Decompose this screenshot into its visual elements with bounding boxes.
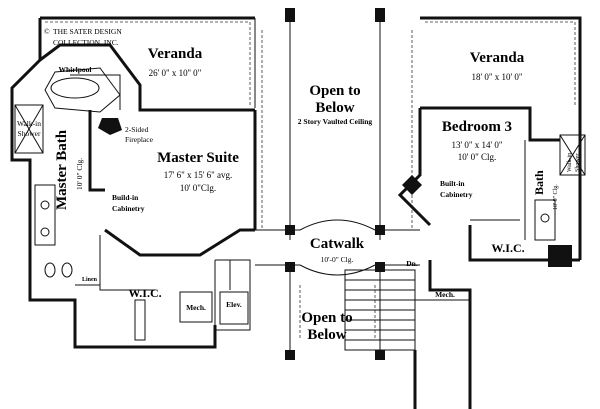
- built-in-cabinetry-right-line2: Cabinetry: [440, 190, 473, 199]
- bedroom3-name: Bedroom 3: [442, 119, 512, 135]
- catwalk-ceiling: 10'-0" Clg.: [321, 255, 354, 264]
- column: [285, 262, 295, 272]
- mech-right-label: Mech.: [435, 290, 455, 299]
- veranda-left-name: Veranda: [148, 46, 203, 62]
- walk-in-shower-left-walls: [14, 104, 44, 154]
- walk-in-shower-left-line1: Walk-in: [17, 119, 41, 128]
- column: [548, 245, 572, 267]
- open-below-bottom-line1: Open to: [301, 310, 352, 326]
- built-in-cabinetry-left-line2: Cabinetry: [112, 204, 145, 213]
- copyright-line1: THE SATER DESIGN: [53, 27, 122, 36]
- walk-in-shower-left-line2: Shower: [18, 129, 41, 138]
- bath-right-name: Bath: [532, 170, 546, 195]
- master-suite-size: 17' 6" x 15' 6" avg.: [164, 170, 233, 180]
- copyright-symbol: ©: [44, 27, 50, 36]
- bedroom3-size: 13' 0" x 14' 0": [451, 140, 502, 150]
- fireplace: [98, 118, 122, 135]
- veranda-left-size: 26' 0" x 10'' 0": [149, 68, 202, 78]
- mech-left-box: [179, 291, 213, 323]
- fireplace-label-line1: 2-Sided: [125, 125, 149, 134]
- column: [375, 350, 385, 360]
- walk-in-shower-right-line2: Shower: [575, 154, 581, 172]
- built-in-cabinetry-right-line1: Built-in: [440, 179, 465, 188]
- sink-icon: [40, 200, 50, 210]
- bath-right-ceiling: 10' 0" Clg.: [553, 184, 559, 210]
- elev-box: [219, 291, 249, 325]
- fireplace-right: [402, 175, 422, 195]
- column: [285, 350, 295, 360]
- master-bath-ceiling: 10' 0" Clg.: [75, 158, 84, 190]
- linen-label: Linen: [82, 277, 98, 283]
- veranda-left-walls: [10, 16, 256, 250]
- column: [285, 8, 295, 22]
- catwalk-name: Catwalk: [310, 236, 365, 252]
- elev-label: Elev.: [226, 300, 242, 309]
- whirlpool-tub: [50, 77, 100, 99]
- sink-icon: [540, 213, 550, 223]
- column: [375, 225, 385, 235]
- veranda-right-size: 18' 0" x 10' 0": [471, 72, 522, 82]
- wic-left-island: [134, 299, 146, 341]
- master-suite-ceiling: 10' 0"Clg.: [180, 183, 216, 193]
- copyright-line2: COLLECTION, INC.: [53, 38, 119, 47]
- master-suite-name: Master Suite: [157, 150, 239, 166]
- master-walls: [28, 43, 257, 349]
- wic-right-label: W.I.C.: [491, 241, 524, 255]
- built-in-cabinetry-left-line1: Build-in: [112, 193, 139, 202]
- whirlpool-deck: [44, 67, 121, 113]
- column: [375, 262, 385, 272]
- stairs-down-label: Dn.: [406, 259, 418, 268]
- column: [285, 225, 295, 235]
- column: [375, 8, 385, 22]
- toilet-icon: [44, 262, 56, 278]
- sink-icon: [40, 227, 50, 237]
- vanity: [34, 184, 56, 246]
- whirlpool-label: Whirlpool: [59, 65, 92, 74]
- open-below-bottom-line2: Below: [307, 327, 346, 343]
- open-below-top-line2: Below: [315, 100, 354, 116]
- veranda-right-name: Veranda: [470, 50, 525, 66]
- open-below-top-line1: Open to: [309, 83, 360, 99]
- mech-left-label: Mech.: [186, 303, 206, 312]
- center-walls: [255, 10, 420, 355]
- bedroom3-ceiling: 10' 0" Clg.: [458, 152, 497, 162]
- toilet-icon: [61, 262, 73, 278]
- wic-left-label: W.I.C.: [128, 286, 161, 300]
- fireplace-label-line2: Fireplace: [125, 135, 154, 144]
- walk-in-shower-right-line1: Walk-in: [567, 153, 573, 172]
- vanity-right: [534, 199, 556, 241]
- master-bath-name: Master Bath: [54, 129, 70, 210]
- stairs: [344, 269, 416, 351]
- open-below-top-note: 2 Story Vaulted Ceiling: [298, 117, 373, 126]
